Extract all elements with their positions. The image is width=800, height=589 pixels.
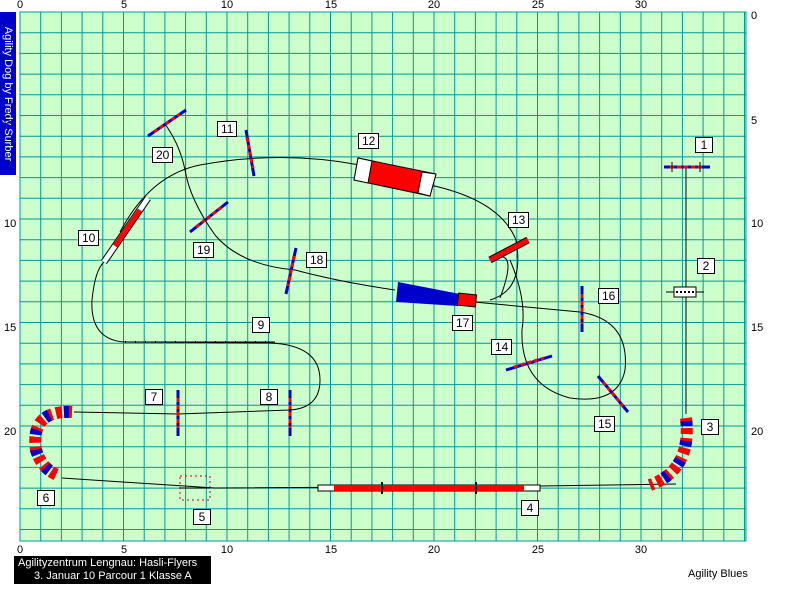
label-obstacle-10: 10 — [78, 230, 100, 246]
label-obstacle-13: 13 — [508, 212, 530, 228]
top-axis-tick-label: 30 — [634, 0, 648, 11]
side-title-text: Agility Dog by Fredy Surber — [2, 26, 14, 161]
obstacle-11 — [244, 129, 256, 177]
course-info-box: Agilityzentrum Lengnau: Hasli-Flyers 3. … — [14, 556, 211, 584]
label-obstacle-5: 5 — [193, 509, 211, 525]
obstacle-2 — [666, 286, 704, 298]
label-obstacle-2: 2 — [697, 258, 715, 274]
bottom-axis-tick-label: 10 — [220, 544, 234, 556]
obstacle-18 — [284, 247, 298, 295]
obstacle-15 — [596, 375, 630, 413]
obstacle-19 — [189, 200, 229, 234]
obstacle-4 — [317, 482, 541, 494]
top-axis-tick-label: 25 — [531, 0, 545, 11]
right-axis-tick-label: 20 — [751, 426, 764, 438]
label-obstacle-20: 20 — [152, 147, 174, 163]
event-line: 3. Januar 10 Parcour 1 Klasse A — [34, 570, 192, 582]
obstacle-14 — [505, 354, 553, 372]
label-obstacle-9: 9 — [252, 317, 270, 333]
obstacle-3 — [647, 417, 693, 491]
obstacle-17 — [396, 282, 478, 308]
label-obstacle-14: 14 — [491, 339, 513, 355]
right-axis-tick-label: 10 — [751, 218, 764, 230]
bottom-axis-tick-label: 25 — [531, 544, 545, 556]
top-axis-tick-label: 0 — [16, 0, 24, 11]
label-obstacle-12: 12 — [358, 133, 380, 149]
right-axis-tick-label: 0 — [751, 10, 758, 22]
label-obstacle-19: 19 — [193, 242, 215, 258]
label-obstacle-1: 1 — [695, 137, 713, 153]
right-axis-tick-label: 5 — [751, 115, 758, 127]
label-obstacle-11: 11 — [217, 121, 238, 137]
label-obstacle-15: 15 — [594, 416, 616, 432]
bottom-axis-tick-label: 20 — [427, 544, 441, 556]
obstacle-10 — [101, 196, 151, 264]
label-obstacle-3: 3 — [701, 419, 719, 435]
left-axis-tick-label: 10 — [4, 218, 17, 230]
obstacle-20 — [147, 108, 187, 138]
obstacle-12 — [353, 157, 437, 197]
field-background — [19, 11, 747, 542]
obstacle-5 — [179, 475, 211, 501]
side-title-banner: Agility Dog by Fredy Surber — [0, 12, 16, 175]
label-obstacle-6: 6 — [37, 490, 55, 506]
label-obstacle-17: 17 — [452, 315, 474, 331]
left-axis-tick-label: 15 — [4, 322, 17, 334]
club-line: Agilityzentrum Lengnau: Hasli-Flyers — [18, 557, 198, 569]
label-obstacle-4: 4 — [521, 500, 539, 516]
obstacle-13 — [488, 236, 530, 264]
top-axis-tick-label: 20 — [427, 0, 441, 11]
label-obstacle-7: 7 — [145, 389, 163, 405]
label-obstacle-18: 18 — [306, 252, 328, 268]
right-axis-tick-label: 15 — [751, 322, 764, 334]
obstacle-1 — [664, 162, 710, 172]
label-obstacle-8: 8 — [260, 389, 278, 405]
top-axis-tick-label: 5 — [120, 0, 128, 11]
bottom-axis-tick-label: 30 — [634, 544, 648, 556]
bottom-axis-tick-label: 5 — [120, 544, 128, 556]
left-axis-tick-label: 20 — [4, 426, 17, 438]
left-axis-tick-label: 5 — [4, 115, 11, 127]
bottom-axis-tick-label: 0 — [16, 544, 24, 556]
label-obstacle-16: 16 — [598, 288, 620, 304]
brand-label: Agility Blues — [688, 568, 748, 580]
top-axis-tick-label: 15 — [324, 0, 338, 11]
obstacle-6 — [29, 405, 73, 482]
top-axis-tick-label: 10 — [220, 0, 234, 11]
bottom-axis-tick-label: 15 — [324, 544, 338, 556]
